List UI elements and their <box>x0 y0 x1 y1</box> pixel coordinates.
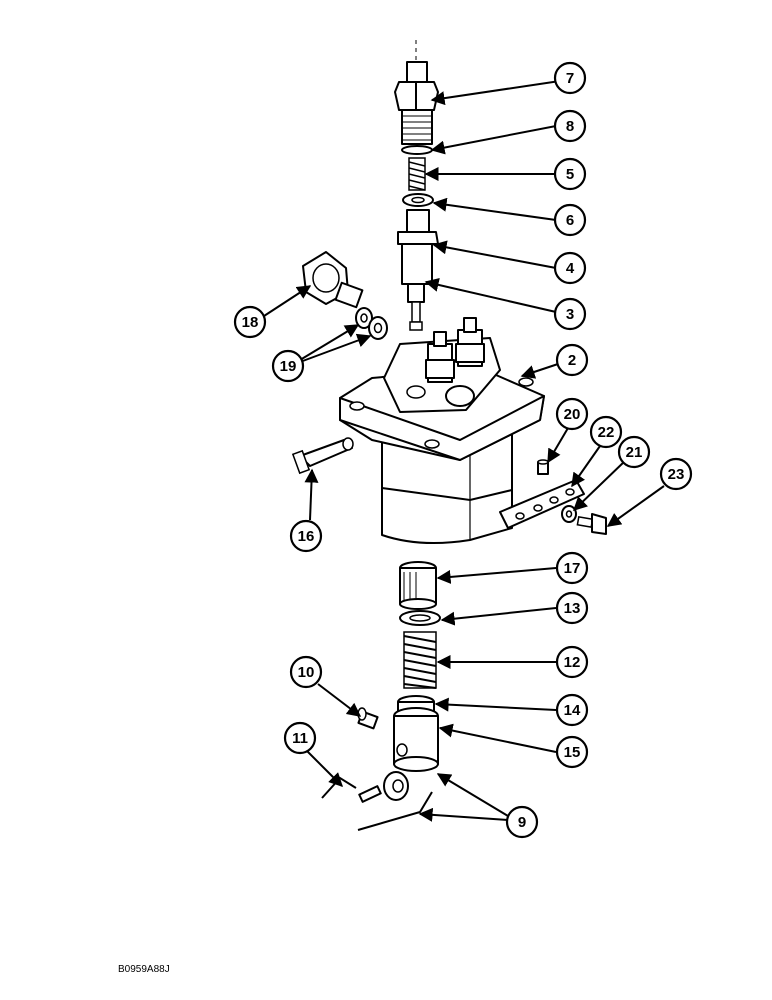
svg-text:9: 9 <box>518 814 526 831</box>
part-plate <box>499 479 585 529</box>
svg-text:6: 6 <box>566 212 574 229</box>
part-roller-tappet <box>393 695 439 772</box>
callout-17: 17 <box>555 551 589 585</box>
leader-2 <box>520 363 559 379</box>
leader-17 <box>436 567 557 584</box>
svg-text:16: 16 <box>298 528 315 545</box>
leader-13 <box>440 607 557 626</box>
callout-5: 5 <box>553 157 587 191</box>
callout-20: 20 <box>555 397 589 431</box>
callout-16: 16 <box>289 519 323 553</box>
part-stop-pin <box>291 437 354 475</box>
callout-12: 12 <box>555 645 589 679</box>
callout-15: 15 <box>555 735 589 769</box>
leader-3 <box>424 278 557 313</box>
callout-9: 9 <box>505 805 539 839</box>
callout-6: 6 <box>553 203 587 237</box>
svg-text:13: 13 <box>564 600 581 617</box>
svg-text:10: 10 <box>298 664 315 681</box>
leader-10 <box>317 683 362 717</box>
leader-8 <box>430 125 557 155</box>
svg-text:5: 5 <box>566 166 574 183</box>
svg-text:21: 21 <box>626 444 643 461</box>
callout-4: 4 <box>553 251 587 285</box>
leader-23 <box>606 485 665 527</box>
part-bolt-23 <box>576 513 607 535</box>
svg-text:14: 14 <box>564 702 581 719</box>
callout-21: 21 <box>617 435 651 469</box>
part-hex-key <box>321 776 357 799</box>
svg-text:2: 2 <box>568 352 576 369</box>
callout-14: 14 <box>555 693 589 727</box>
part-roller-pin <box>358 771 409 803</box>
callout-18: 18 <box>233 305 267 339</box>
callout-2: 2 <box>555 343 589 377</box>
part-delivery-valve-holder <box>394 61 439 145</box>
svg-text:20: 20 <box>564 406 581 423</box>
svg-text:19: 19 <box>280 358 297 375</box>
svg-text:4: 4 <box>566 260 575 277</box>
part-gasket-8 <box>401 145 433 155</box>
leader-18 <box>263 285 312 317</box>
leader-6 <box>432 197 557 221</box>
part-pump-housing <box>339 317 545 545</box>
svg-text:12: 12 <box>564 654 581 671</box>
callout-3: 3 <box>553 297 587 331</box>
part-set-screw <box>357 707 379 730</box>
svg-text:22: 22 <box>598 424 615 441</box>
svg-text:18: 18 <box>242 314 259 331</box>
leader-11 <box>305 749 343 787</box>
part-plunger-spring <box>403 631 437 689</box>
leader-19b <box>299 333 372 363</box>
leader-15 <box>438 723 557 753</box>
leader-4 <box>432 240 557 269</box>
callout-11: 11 <box>283 721 317 755</box>
callout-8: 8 <box>553 109 587 143</box>
part-plunger <box>407 283 425 331</box>
part-delivery-valve <box>397 209 439 285</box>
part-banjo-fitting <box>302 251 364 309</box>
svg-text:7: 7 <box>566 70 574 87</box>
callout-13: 13 <box>555 591 589 625</box>
drawing-code: B0959A88J <box>118 964 170 975</box>
svg-text:8: 8 <box>566 118 574 135</box>
callout-7: 7 <box>553 61 587 95</box>
callout-19: 19 <box>271 349 305 383</box>
leader-21 <box>572 459 627 511</box>
svg-text:3: 3 <box>566 306 574 323</box>
part-small-bolt <box>537 459 549 475</box>
svg-text:17: 17 <box>564 560 581 577</box>
callout-10: 10 <box>289 655 323 689</box>
leader-9a <box>436 773 509 817</box>
part-valve-spring <box>408 157 426 191</box>
svg-text:23: 23 <box>668 466 685 483</box>
leader-22 <box>571 445 601 488</box>
leader-9b <box>418 807 509 822</box>
leader-14 <box>434 697 557 712</box>
callout-23: 23 <box>659 457 693 491</box>
leader-16 <box>304 468 319 521</box>
svg-text:11: 11 <box>292 730 308 747</box>
svg-text:15: 15 <box>564 744 581 761</box>
leader-20 <box>547 427 569 464</box>
leader-19a <box>299 324 360 361</box>
callout-22: 22 <box>589 415 623 449</box>
part-tappet <box>399 561 437 610</box>
